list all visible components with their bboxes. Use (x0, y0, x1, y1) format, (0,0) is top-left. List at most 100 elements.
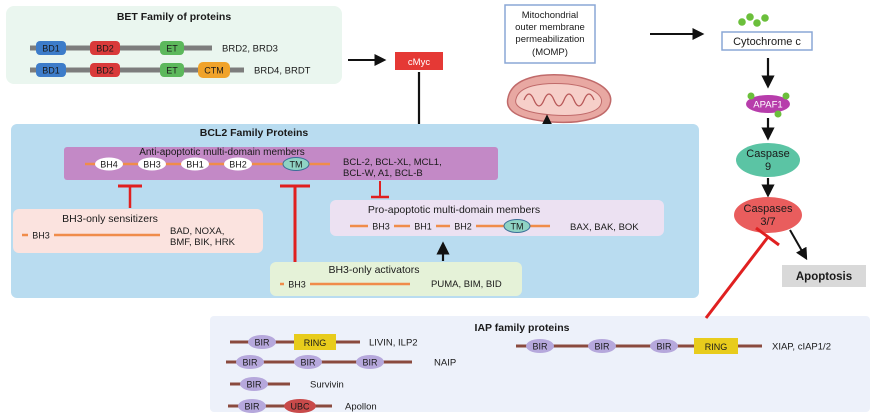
pro-apoptotic-panel: Pro-apoptotic multi-domain members BH3 B… (330, 200, 664, 236)
bir-label: BIR (656, 342, 672, 352)
bd2-label: BD2 (96, 66, 114, 76)
pro-title: Pro-apoptotic multi-domain members (368, 204, 540, 216)
pro-bh3-label: BH3 (372, 222, 390, 232)
bh3-label: BH3 (143, 160, 161, 170)
et-label: ET (166, 44, 178, 54)
bcl2-family-panel: BCL2 Family Proteins Anti-apoptotic mult… (11, 124, 699, 298)
pro-tm-label: TM (511, 222, 524, 232)
bcl2-title: BCL2 Family Proteins (200, 127, 309, 139)
momp-box (504, 4, 596, 64)
cmyc-box (395, 52, 443, 70)
momp-node: Mitochondrial outer membrane permeabiliz… (504, 4, 596, 64)
bir-label: BIR (300, 358, 316, 368)
cytochrome-label: Cytochrome c (733, 36, 801, 48)
sensitizers-bg (13, 209, 263, 253)
bh1-label: BH1 (186, 160, 204, 170)
ctm-label: CTM (204, 66, 224, 76)
sensitizers-title: BH3-only sensitizers (62, 213, 158, 225)
caspase37-node: Caspases 3/7 (734, 197, 802, 233)
iap-title: IAP family proteins (475, 322, 570, 334)
activators-title: BH3-only activators (328, 264, 419, 276)
xiap-members: XIAP, cIAP1/2 (772, 342, 831, 353)
caspase37-line-1: Caspases (744, 203, 793, 215)
pro-members: BAX, BAK, BOK (570, 222, 639, 233)
et-domain (160, 63, 184, 77)
apoptosis-box (782, 265, 866, 287)
bh3-sensitizers-panel: BH3-only sensitizers BH3 BAD, NOXA, BMF,… (13, 209, 263, 253)
iap-row-naip: BIR BIR BIR NAIP (226, 355, 456, 369)
inhibition-iap-to-caspase37 (704, 226, 780, 319)
inhibition-markers (118, 181, 389, 262)
et-domain (160, 41, 184, 55)
activators-bg (270, 262, 522, 296)
anti-members-line-2: BCL-W, A1, BCL-B (343, 168, 423, 179)
bet-row2-members: BRD4, BRDT (254, 66, 311, 77)
sens-members-line-2: BMF, BIK, HRK (170, 237, 236, 248)
anti-apoptotic-panel: Anti-apoptotic multi-domain members BH4 … (64, 147, 498, 180)
caspase9-line-2: 9 (765, 161, 771, 173)
ring-label: RING (705, 342, 728, 352)
momp-line-3: permeabilization (515, 34, 584, 45)
bh3-activators-panel: BH3-only activators BH3 PUMA, BIM, BID (270, 262, 522, 296)
bd1-label: BD1 (42, 66, 60, 76)
bet-row1-members: BRD2, BRD3 (222, 44, 278, 55)
apollon-members: Apollon (345, 402, 377, 413)
survivin-members: Survivin (310, 380, 344, 391)
cmyc-node: cMyc (395, 52, 443, 70)
bir-label: BIR (594, 342, 610, 352)
pro-bh2-label: BH2 (454, 222, 472, 232)
naip-members: NAIP (434, 358, 456, 369)
tm-label: TM (290, 160, 303, 170)
apaf1-label: APAF1 (753, 100, 782, 111)
mitochondrion-icon (506, 74, 612, 124)
bir-label: BIR (242, 358, 258, 368)
pro-bh1-label: BH1 (414, 222, 432, 232)
sens-members-line-1: BAD, NOXA, (170, 226, 224, 237)
momp-line-4: (MOMP) (532, 47, 568, 58)
iap-row-xiap: BIR BIR BIR RING XIAP, cIAP1/2 (516, 338, 831, 354)
bet-row-1: BD1 BD2 ET BRD2, BRD3 (30, 41, 278, 55)
cytochrome-box (721, 31, 813, 51)
anti-title: Anti-apoptotic multi-domain members (139, 147, 305, 158)
caspase37-line-2: 3/7 (760, 216, 775, 228)
iap-row-survivin: BIR Survivin (230, 377, 344, 391)
bh2-label: BH2 (229, 160, 247, 170)
act-members: PUMA, BIM, BID (431, 279, 502, 290)
livin-members: LIVIN, ILP2 (369, 338, 418, 349)
iap-family-panel: IAP family proteins BIR RING LIVIN, ILP2… (210, 316, 870, 413)
cytochrome-node: Cytochrome c (721, 13, 813, 51)
bd1-domain (36, 63, 66, 77)
apoptosis-node: Apoptosis (782, 265, 866, 287)
caspase9-node: Caspase 9 (736, 143, 800, 177)
bir-label: BIR (244, 402, 260, 412)
bd2-domain (90, 41, 120, 55)
ubc-label: UBC (290, 402, 310, 412)
anti-members-line-1: BCL-2, BCL-XL, MCL1, (343, 157, 442, 168)
bet-family-panel: BET Family of proteins BD1 BD2 ET BRD2, … (6, 6, 342, 84)
iap-row-livin: BIR RING LIVIN, ILP2 (230, 334, 418, 350)
bir-label: BIR (362, 358, 378, 368)
arrow-caspase37-to-apoptosis (789, 229, 808, 261)
iap-row-apollon: BIR UBC Apollon (228, 399, 377, 413)
bh4-label: BH4 (100, 160, 118, 170)
bet-title: BET Family of proteins (117, 11, 232, 23)
bir-label: BIR (254, 338, 270, 348)
bd2-label: BD2 (96, 44, 114, 54)
ring-label: RING (304, 338, 327, 348)
bir-label: BIR (246, 380, 262, 390)
momp-line-2: outer membrane (515, 22, 585, 33)
momp-line-1: Mitochondrial (522, 10, 579, 21)
sens-bh3-label: BH3 (32, 231, 50, 241)
cmyc-label: cMyc (408, 57, 430, 68)
bet-row-2: BD1 BD2 ET CTM BRD4, BRDT (30, 62, 311, 78)
bd1-label: BD1 (42, 44, 60, 54)
apoptosis-label: Apoptosis (796, 271, 852, 283)
apaf1-node: APAF1 (746, 92, 790, 118)
ctm-domain (198, 62, 230, 78)
caspase9-line-1: Caspase (746, 148, 789, 160)
bd1-domain (36, 41, 66, 55)
et-label: ET (166, 66, 178, 76)
act-bh3-label: BH3 (288, 280, 306, 290)
